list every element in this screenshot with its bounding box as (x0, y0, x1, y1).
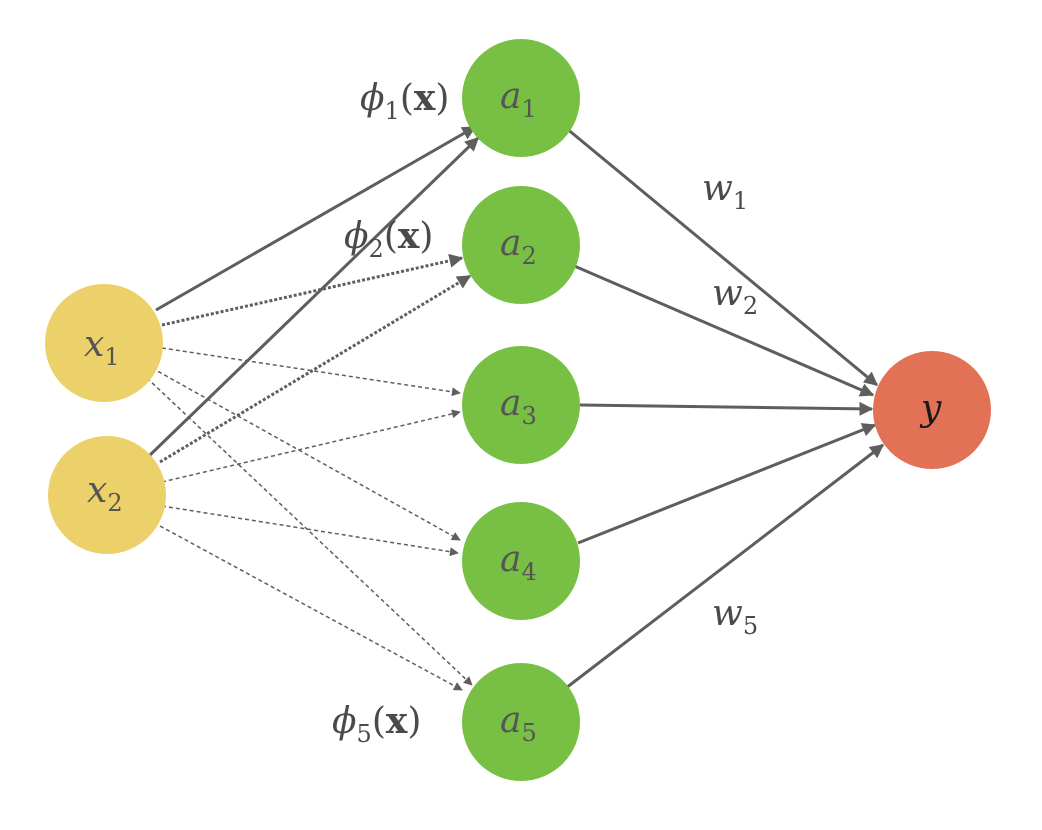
dotted-edges (159, 253, 472, 464)
hidden-node-a3-label: a3 (500, 383, 537, 430)
dashed-edges (146, 347, 473, 691)
edge-x1-a1 (155, 125, 477, 312)
hidden-node-a3-circle (462, 346, 580, 464)
edge-a3-y (579, 401, 874, 416)
output-node-y-circle (873, 351, 991, 469)
input-node-x2-circle (48, 436, 166, 554)
edge-x2-a2 (159, 274, 472, 464)
hidden-node-a3: a3 (462, 346, 580, 464)
edge-x2-a5 (159, 525, 463, 691)
solid-edges (148, 125, 885, 690)
input-node-x2: x2 (48, 436, 166, 554)
output-node-y: y (873, 351, 991, 469)
hidden-node-a5: a5 (462, 663, 580, 781)
hidden-node-a2: a2 (462, 186, 580, 304)
phi1-label: ϕ1(x) (360, 77, 449, 125)
hidden-node-a4: a4 (462, 502, 580, 620)
edge-a1-y (565, 126, 879, 387)
edge-a5-y (565, 443, 885, 690)
hidden-node-a5-circle (462, 663, 580, 781)
edge-x2-a3 (161, 409, 461, 483)
edge-x2-a1 (148, 136, 480, 457)
input-node-x1-circle (45, 284, 163, 402)
edge-a4-y (577, 423, 877, 545)
input-node-x1: x1 (45, 284, 163, 402)
weight-w1-label: w1 (702, 168, 748, 215)
hidden-node-a1: a1 (462, 39, 580, 157)
hidden-node-a1-circle (462, 39, 580, 157)
weight-w2-label: w2 (712, 273, 758, 320)
phi2-label: ϕ2(x) (344, 215, 433, 263)
input-node-x1-label: x1 (84, 324, 120, 371)
input-node-x2-label: x2 (87, 470, 123, 517)
hidden-node-a2-circle (462, 186, 580, 304)
edge-x1-a4 (151, 367, 461, 541)
phi5-label: ϕ5(x) (332, 700, 421, 748)
output-node-y-label: y (919, 388, 942, 429)
edge-x1-a2 (161, 253, 464, 327)
edge-a2-y (571, 263, 875, 397)
edge-x1-a5 (146, 377, 473, 686)
hidden-node-a4-circle (462, 502, 580, 620)
hidden-node-a4-label: a4 (500, 539, 537, 586)
weight-w5-label: w5 (712, 593, 758, 640)
edge-x2-a4 (161, 505, 459, 557)
hidden-node-a1-label: a1 (500, 76, 537, 123)
hidden-node-a5-label: a5 (500, 700, 537, 747)
hidden-node-a2-label: a2 (500, 223, 537, 270)
